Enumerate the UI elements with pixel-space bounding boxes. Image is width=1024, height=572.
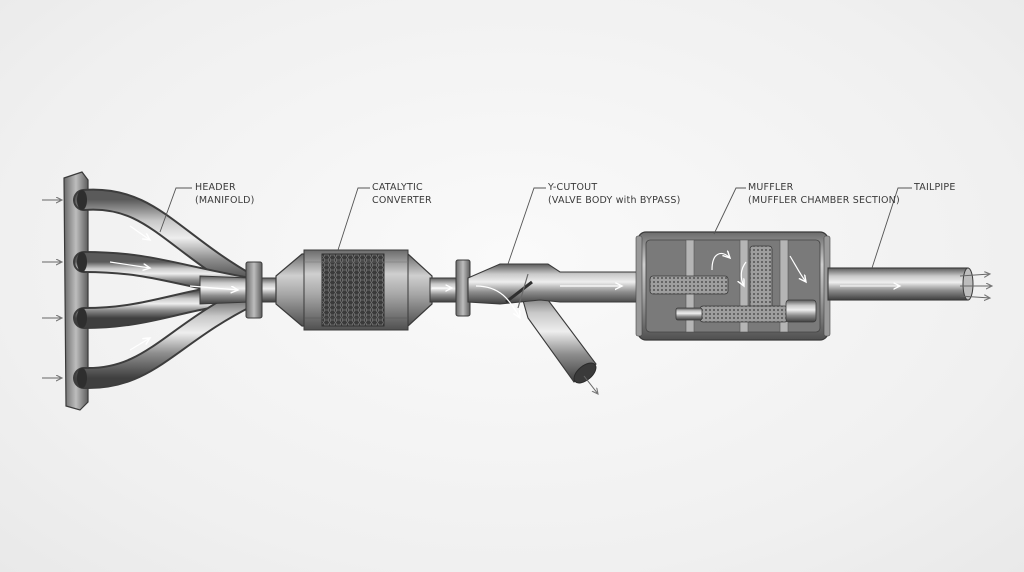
inlet-arrows: [42, 200, 62, 378]
header-manifold: [63, 171, 261, 411]
label-header-line2: (MANIFOLD): [195, 195, 255, 206]
y-cutout-valve-body: [467, 263, 641, 384]
header-flange: [245, 261, 279, 319]
label-muffler-line1: MUFFLER: [748, 182, 794, 193]
leader-lines: [159, 187, 912, 269]
label-catalytic-line2: CONVERTER: [372, 195, 432, 206]
outlet-arrows: [959, 274, 992, 298]
label-catalytic-line1: CATALYTIC: [372, 182, 423, 193]
label-ycutout-line2: (VALVE BODY with BYPASS): [548, 195, 680, 206]
tailpipe: [827, 267, 974, 301]
muffler-flow-arrows: [711, 254, 806, 286]
label-ycutout-line1: Y-CUTOUT: [547, 182, 597, 193]
header-flow-arrows: [109, 225, 238, 351]
label-header-line1: HEADER: [195, 182, 236, 193]
muffler: [635, 231, 831, 341]
catalytic-converter: [275, 249, 433, 331]
label-muffler-line2: (MUFFLER CHAMBER SECTION): [748, 195, 900, 206]
label-tailpipe: TAILPIPE: [913, 182, 956, 193]
ycutout-flow-arrows: [475, 286, 622, 318]
